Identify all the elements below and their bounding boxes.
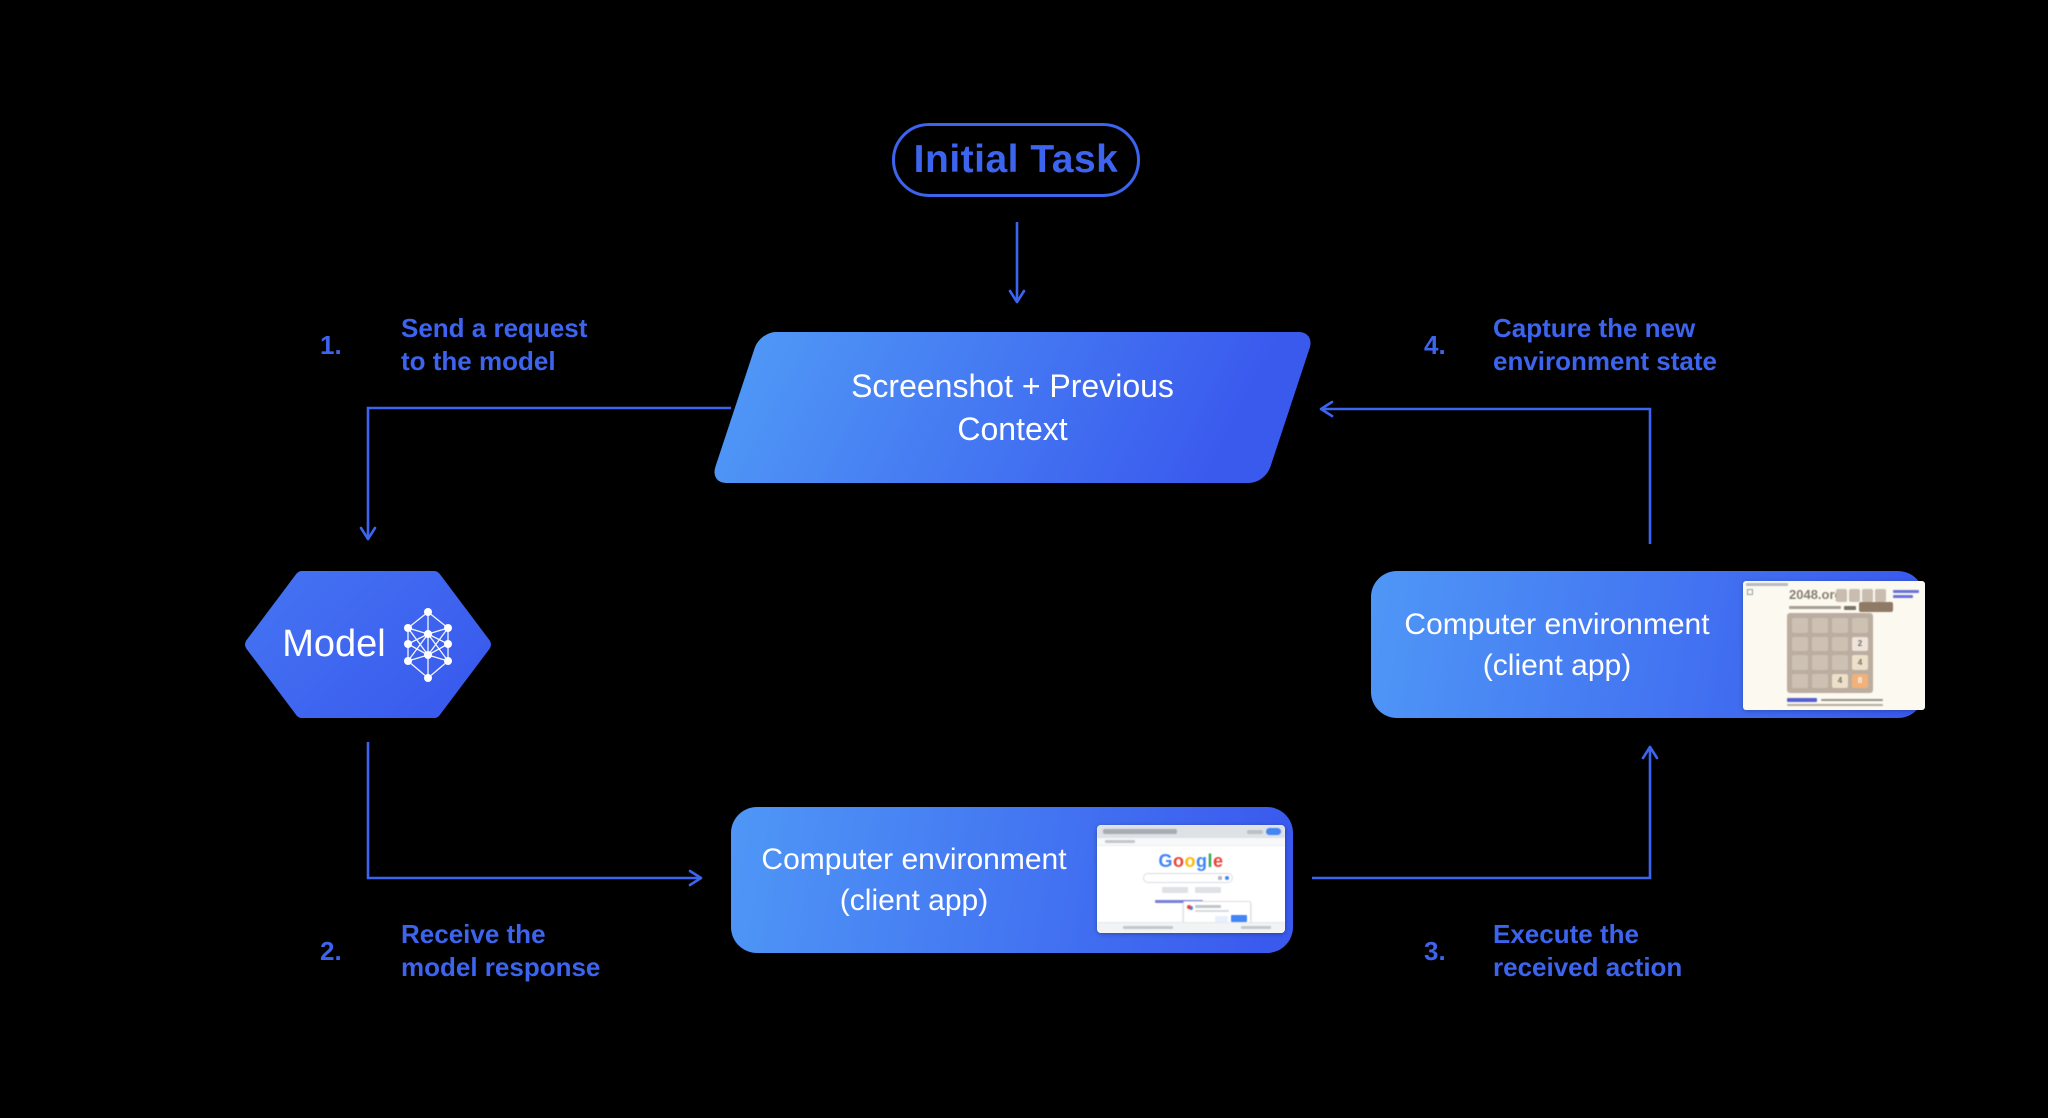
- screenshot-context-line2: Context: [957, 410, 1068, 447]
- google-offered-in-link: [1155, 900, 1203, 903]
- top-link-smudge: [1893, 590, 1919, 593]
- keyboard-icon: [1218, 876, 1222, 880]
- google-g-icon: [1187, 905, 1191, 909]
- grid-cell: [1792, 673, 1808, 688]
- grid-cell: [1792, 618, 1808, 633]
- env-right-subtitle: (client app): [1482, 648, 1632, 682]
- env-right-title: Computer environment: [1404, 607, 1710, 641]
- node-screenshot-context: Screenshot + Previous Context: [735, 332, 1290, 483]
- grid-cell: [1812, 673, 1828, 688]
- node-initial-task: Initial Task: [892, 123, 1140, 197]
- browser-chrome-bar: [1097, 825, 1285, 838]
- game-grid: 2 4 4 8: [1787, 613, 1873, 693]
- browser-tab-smudge: [1103, 829, 1177, 834]
- node-model: Model: [238, 571, 498, 718]
- arrow-2-response-to-env: [366, 742, 703, 887]
- arrow-1-request-to-model: [359, 406, 731, 541]
- new-game-button: [1859, 602, 1893, 612]
- google-search-button: [1161, 887, 1188, 893]
- arrow-3-execute-action: [1312, 745, 1659, 880]
- step-4-number: 4.: [1424, 330, 1446, 360]
- browser-bookmarks-bar: [1097, 838, 1285, 846]
- step-1-number: 1.: [320, 330, 342, 360]
- step-3-label: Execute the received action: [1493, 919, 1683, 982]
- neural-network-icon: [403, 607, 452, 682]
- google-footer: [1097, 922, 1285, 933]
- env-bottom-subtitle: (client app): [839, 884, 989, 917]
- grid-cell: [1812, 655, 1828, 670]
- grid-cell: [1832, 618, 1848, 633]
- arrow-4-capture-state: [1319, 400, 1652, 544]
- grid-cell: [1852, 618, 1868, 633]
- grid-cell: [1812, 618, 1828, 633]
- top-link-smudge: [1893, 595, 1913, 598]
- tagline-smudge: [1789, 606, 1841, 609]
- tile-2: 2: [1852, 636, 1868, 651]
- step-2-label: Receive the model response: [401, 919, 601, 982]
- google-homepage-screenshot: Google: [1097, 825, 1285, 933]
- google-search-bar: [1143, 873, 1233, 883]
- tile-8: 8: [1852, 673, 1868, 688]
- initial-task-label: Initial Task: [913, 138, 1119, 181]
- model-label: Model: [282, 623, 386, 665]
- footer-text-smudge: [1787, 704, 1883, 706]
- grid-cell: [1792, 655, 1808, 670]
- tile-4: 4: [1852, 655, 1868, 670]
- step-4-label: Capture the new environment state: [1493, 313, 1717, 376]
- score-box: [1875, 589, 1886, 602]
- node-computer-environment-bottom: Computer environment (client app) Google: [731, 807, 1293, 953]
- env-bottom-title: Computer environment: [761, 843, 1067, 876]
- dialog-primary-button: [1231, 915, 1247, 922]
- score-box: [1836, 589, 1847, 602]
- tile-4: 4: [1832, 673, 1848, 688]
- footer-text-smudge: [1821, 698, 1883, 701]
- node-computer-environment-right: Computer environment (client app) 2048.o…: [1371, 571, 1925, 718]
- grid-cell: [1812, 636, 1828, 651]
- step-2-number: 2.: [320, 936, 342, 966]
- browser-controls-smudge: [1247, 830, 1263, 834]
- grid-cell: [1832, 636, 1848, 651]
- step-3-number: 3.: [1424, 936, 1446, 966]
- site-title: 2048.org: [1789, 587, 1843, 602]
- dialog-secondary-button: [1215, 916, 1228, 922]
- game-2048-screenshot: 2048.org: [1743, 581, 1925, 710]
- browser-url-smudge: [1746, 583, 1788, 586]
- step-1-label: Send a request to the model: [401, 313, 588, 376]
- tagline-bold-smudge: [1844, 605, 1856, 610]
- grid-cell: [1792, 636, 1808, 651]
- mic-icon: [1225, 876, 1229, 880]
- score-box: [1862, 589, 1873, 602]
- google-logo: Google: [1158, 851, 1224, 871]
- grid-cell: [1832, 655, 1848, 670]
- score-box: [1849, 589, 1860, 602]
- browser-profile-pill: [1266, 828, 1281, 835]
- screenshot-context-line1: Screenshot + Previous: [851, 367, 1174, 404]
- footer-link-smudge: [1787, 698, 1817, 702]
- feeling-lucky-button: [1194, 887, 1221, 893]
- browser-icon-smudge: [1747, 589, 1753, 595]
